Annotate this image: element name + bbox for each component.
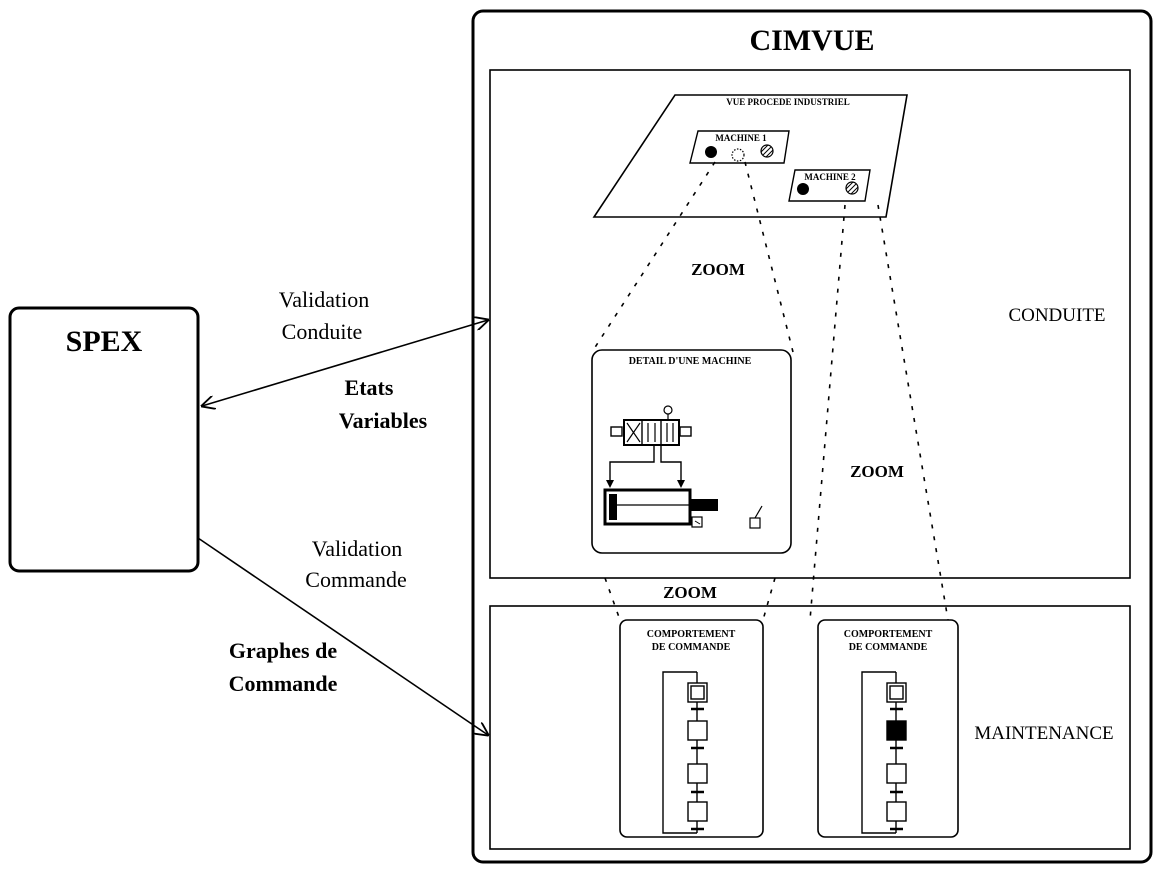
grafcet-step-icon — [687, 720, 708, 741]
machine-1: MACHINE 1 — [689, 130, 790, 164]
cimvue-box: CIMVUE — [471, 9, 1153, 864]
machine-2: MACHINE 2 — [788, 169, 871, 202]
grafcet-initial-step-icon — [886, 682, 907, 703]
zoom-line — [809, 204, 846, 621]
machine-detail-panel: DETAIL D'UNE MACHINE — [591, 349, 792, 554]
zoom-line — [591, 161, 716, 353]
spex-title: SPEX — [66, 325, 143, 358]
indicator-dotted-icon — [731, 148, 745, 162]
switch-icon — [749, 505, 763, 529]
label-validation-1: Validation — [279, 287, 369, 312]
grafcet-step-icon — [687, 763, 708, 784]
grafcet-initial-step-icon — [687, 682, 708, 703]
spex-box: SPEX — [8, 306, 200, 573]
arrow-etats-variables — [202, 320, 488, 406]
indicator-solid-icon — [705, 146, 717, 158]
behavior-panel-left-subtitle: DE COMMANDE — [652, 642, 731, 653]
label-conduite-arrow: Conduite — [282, 319, 363, 344]
grafcet-step-icon — [886, 763, 907, 784]
zoom-line — [762, 577, 776, 621]
indicator-solid-icon — [797, 183, 809, 195]
grafcet-step-icon — [687, 801, 708, 822]
behavior-panel-right-title: COMPORTEMENT — [844, 629, 933, 640]
maintenance-section: MAINTENANCE COMPORTEMENT DE COMMANDE COM… — [489, 605, 1131, 850]
label-graphes: Graphes de — [229, 638, 337, 663]
label-commande-arrow: Commande — [305, 567, 406, 592]
label-etats: Etats — [345, 375, 394, 400]
label-variables: Variables — [339, 408, 428, 433]
grafcet-step-icon — [886, 801, 907, 822]
cylinder-icon — [603, 488, 718, 528]
process-view-title: VUE PROCEDE INDUSTRIEL — [726, 97, 850, 107]
maintenance-label: MAINTENANCE — [974, 723, 1113, 744]
zoom-label-detail: ZOOM — [663, 583, 717, 602]
label-commande-graphes: Commande — [229, 671, 338, 696]
zoom-label-machine2: ZOOM — [850, 462, 904, 481]
cimvue-title: CIMVUE — [750, 24, 875, 57]
arrow-graphes-commande — [197, 537, 488, 735]
conduite-section: CONDUITE VUE PROCEDE INDUSTRIEL MACHINE … — [489, 69, 1131, 621]
behavior-panel-left: COMPORTEMENT DE COMMANDE — [619, 619, 764, 838]
zoom-label-conduite: ZOOM — [691, 260, 745, 279]
zoom-line — [604, 577, 621, 621]
zoom-line — [744, 161, 794, 353]
process-view: VUE PROCEDE INDUSTRIEL MACHINE 1 MACHINE… — [592, 94, 908, 218]
machine-2-label: MACHINE 2 — [804, 172, 856, 182]
behavior-panel-right: COMPORTEMENT DE COMMANDE — [817, 619, 959, 838]
conduite-label: CONDUITE — [1008, 305, 1105, 326]
machine-detail-title: DETAIL D'UNE MACHINE — [629, 356, 752, 367]
grafcet-active-step-icon — [886, 720, 907, 741]
machine-1-label: MACHINE 1 — [715, 133, 767, 143]
valve-icon — [610, 405, 692, 446]
zoom-line — [877, 204, 949, 621]
behavior-panel-left-title: COMPORTEMENT — [647, 629, 736, 640]
label-validation-2: Validation — [312, 536, 402, 561]
behavior-panel-right-subtitle: DE COMMANDE — [849, 642, 928, 653]
